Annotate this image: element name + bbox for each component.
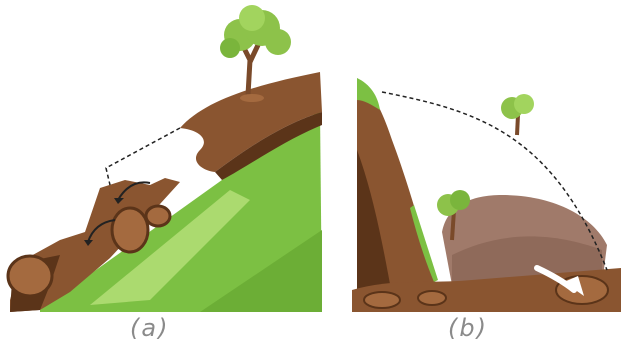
boulder-1 xyxy=(112,208,148,252)
panel-b-topple xyxy=(352,0,621,320)
rubble-stone-2 xyxy=(418,291,446,305)
boulder-2 xyxy=(146,206,170,226)
panel-a-rockfall xyxy=(0,0,330,320)
caption-a: (a) xyxy=(130,314,169,342)
topple-illustration xyxy=(352,0,621,320)
tree-right-icon xyxy=(501,94,534,135)
rockfall-illustration xyxy=(0,0,330,320)
caption-b: (b) xyxy=(448,314,488,342)
rubble-stone-1 xyxy=(364,292,400,308)
fall-path-dashed xyxy=(106,128,180,185)
boulder-3 xyxy=(8,256,52,296)
